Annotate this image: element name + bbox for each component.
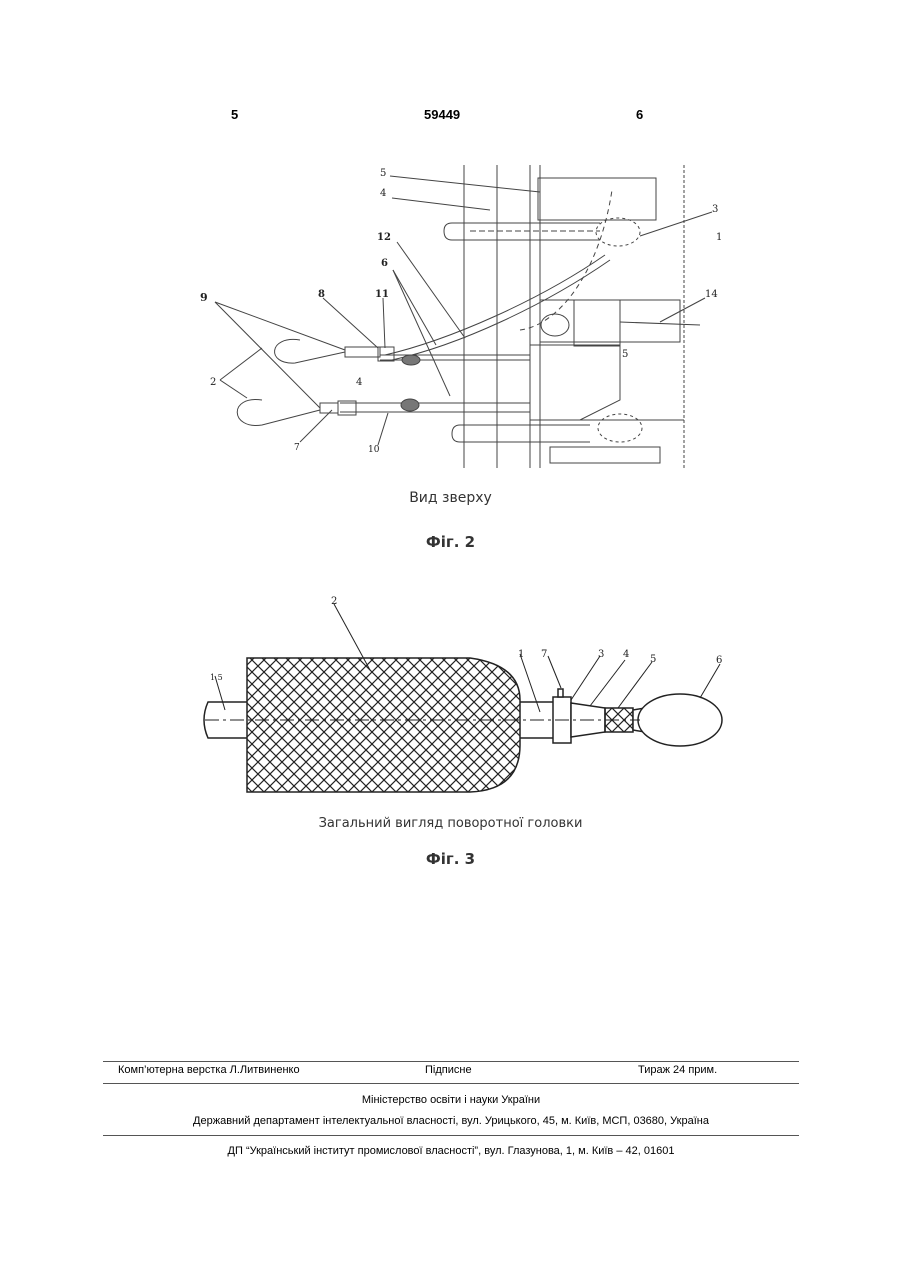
footer-circulation: Тираж 24 прим. [638,1064,717,1076]
fig3-label-6: 6 [716,655,722,666]
fig3-label-15: 1 5 [210,673,223,682]
footer-department: Державний департамент інтелектуальної вл… [103,1115,799,1127]
footer-rule-bottom [103,1135,799,1136]
fig3-label-1: 1 [518,649,524,660]
fig3-label-5: 5 [650,654,656,665]
fig3-label-3: 3 [598,649,604,660]
footer-ministry: Міністерство освіти і науки України [103,1094,799,1106]
figure-3-subtitle: Загальний вигляд поворотної головки [0,816,901,831]
fig3-label-4: 4 [623,649,629,660]
fig3-label-2: 2 [331,596,337,607]
footer-layout-credit: Комп’ютерна верстка Л.Литвиненко [118,1064,300,1076]
footer-institute: ДП “Український інститут промислової вла… [103,1145,799,1157]
figure-3-drawing: 2 1 7 3 4 5 6 1 5 [0,0,901,820]
footer-rule-top [103,1061,799,1062]
footer-rule-middle [103,1083,799,1084]
footer-signed: Підписне [425,1064,472,1076]
figure-3-caption: Фіг. 3 [0,850,901,868]
fig3-label-7: 7 [541,649,547,660]
